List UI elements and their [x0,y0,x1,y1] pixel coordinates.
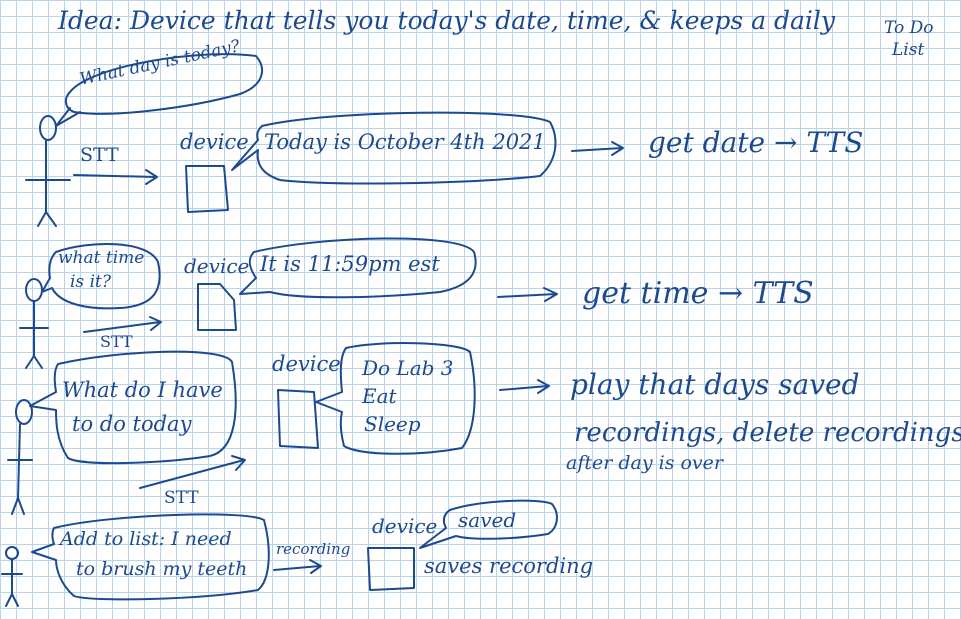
question-4-line-2: to brush my teeth [76,558,248,580]
stt-arrow-2 [83,316,162,333]
reply-2-text: It is 11:59pm est [260,252,440,276]
question-3-line-1: What do I have [62,378,223,402]
reply-3-line-1: Do Lab 3 [362,356,454,380]
device-label-1: device [180,130,249,154]
device-box-3 [277,389,319,449]
reply-4-text: saved [458,508,517,532]
person-4 [1,546,23,607]
reply-bubble-1 [231,111,557,185]
question-bubble-2 [41,243,161,310]
outcome-4-text: saves recording [424,554,594,578]
stt-arrow-3 [139,455,246,489]
question-2-line-2: is it? [70,272,111,292]
stt-arrow-1 [73,169,158,185]
question-3-line-2: to do today [72,412,192,436]
idea-title-todo: To Do [884,18,934,38]
idea-title-list: List [892,40,925,60]
recording-arrow [273,559,322,574]
device-label-2: device [184,254,250,278]
outcome-arrow-2 [497,287,558,302]
recording-label: recording [276,540,351,558]
outcome-arrow-1 [571,141,624,156]
stt-label-3: STT [164,488,199,508]
person-1 [25,115,71,227]
outcome-arrow-3 [499,379,550,394]
reply-bubble-4 [419,499,558,549]
device-label-4: device [372,514,438,538]
question-bubble-1 [55,53,264,127]
stt-label-2: STT [100,332,133,351]
question-bubble-3 [29,350,237,465]
question-bubble-4 [31,513,270,601]
reply-3-line-2: Eat [362,384,397,408]
outcome-1-text: get date → TTS [648,126,864,159]
device-box-1 [185,165,229,213]
outcome-3-line-3: after day is over [566,452,723,474]
device-label-3: device [272,352,341,376]
outcome-2-text: get time → TTS [582,276,814,311]
device-box-2 [197,283,237,331]
outcome-3-line-1: play that days saved [570,368,860,401]
idea-title: Idea: Device that tells you today's date… [58,6,835,35]
device-box-4 [367,547,415,591]
outcome-3-line-2: recordings, delete recordings [574,418,961,448]
question-2-line-1: what time [58,248,145,268]
person-3 [7,399,33,515]
question-4-line-1: Add to list: I need [60,528,232,550]
reply-bubble-2 [239,237,477,299]
reply-1-text: Today is October 4th 2021 [264,130,546,154]
reply-bubble-3 [315,342,476,455]
reply-3-line-3: Sleep [364,412,421,436]
stt-label-1: STT [80,144,119,166]
